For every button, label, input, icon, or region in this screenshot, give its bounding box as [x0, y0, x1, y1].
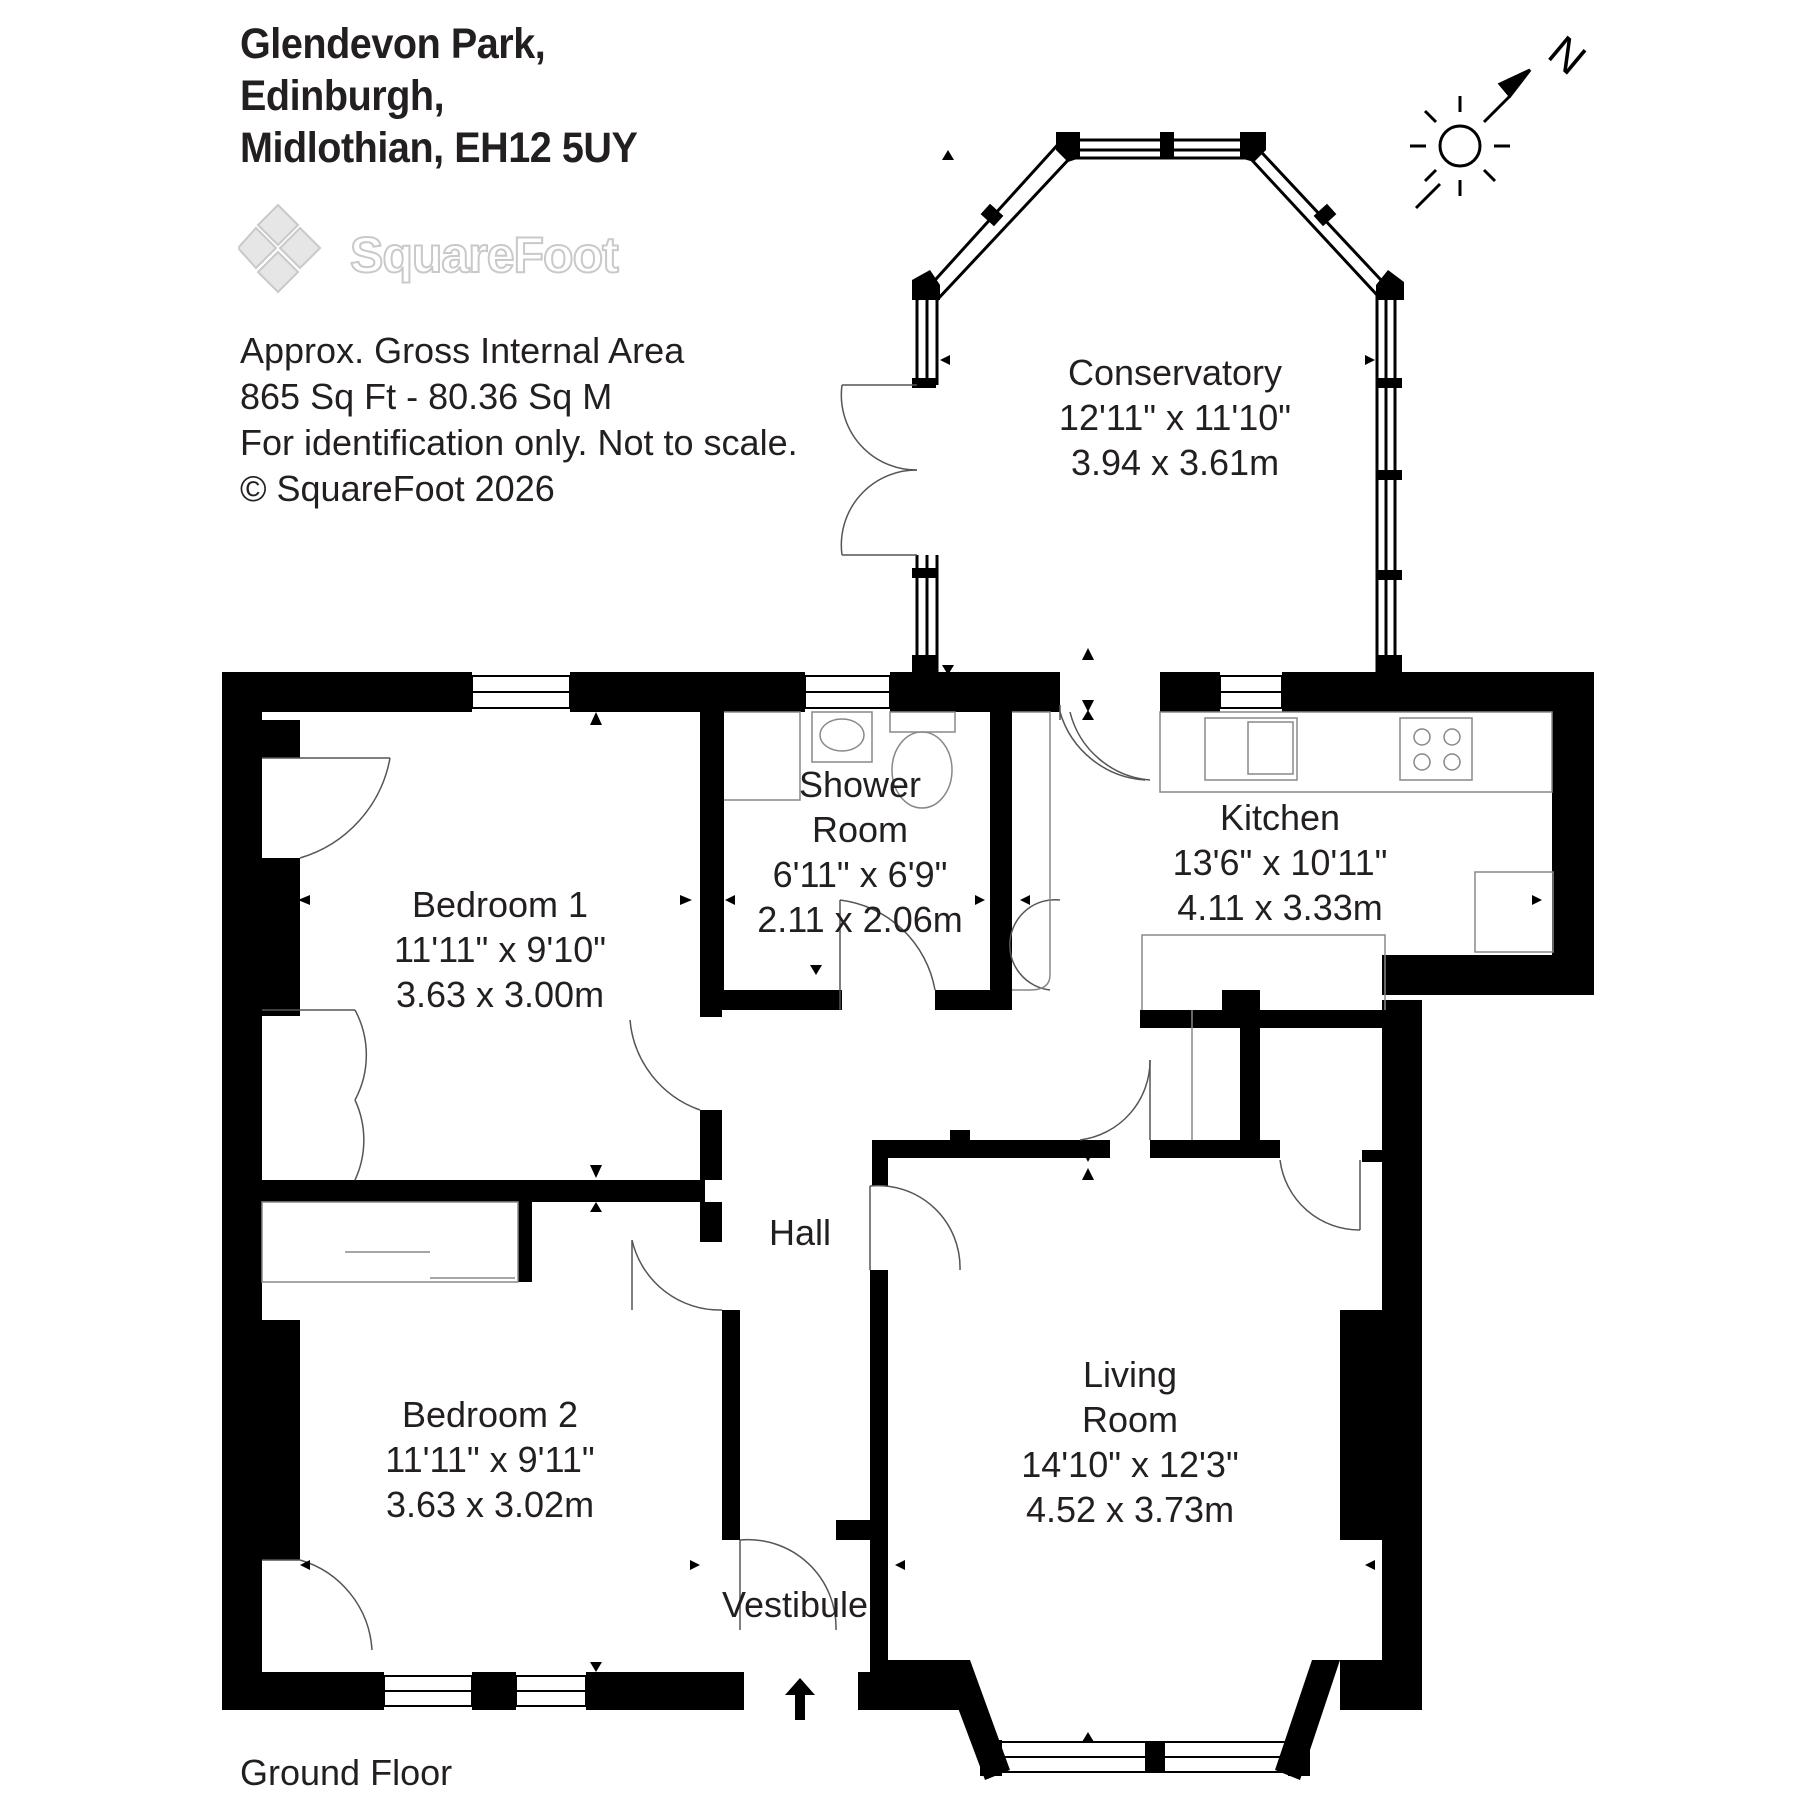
room-imperial: 13'6" x 10'11": [1172, 842, 1388, 883]
room-name-2: Room: [811, 809, 909, 850]
room-metric: 3.63 x 3.02m: [385, 1484, 595, 1525]
room-conservatory: Conservatory 12'11" x 11'10" 3.94 x 3.61…: [1050, 350, 1300, 485]
room-name: Hall: [768, 1212, 831, 1253]
room-name: Kitchen: [1219, 797, 1341, 838]
room-name-2: Room: [1081, 1399, 1179, 1440]
basin-icon: [811, 711, 873, 763]
room-imperial: 14'10" x 12'3": [1021, 1444, 1239, 1485]
room-vestibule: Vestibule: [720, 1582, 870, 1627]
info-block: Approx. Gross Internal Area 865 Sq Ft - …: [240, 328, 798, 512]
room-name: Conservatory: [1067, 352, 1283, 393]
toilet-icon: [889, 711, 956, 733]
room-imperial: 11'11" x 9'10": [393, 929, 607, 970]
room-kitchen: Kitchen 13'6" x 10'11" 4.11 x 3.33m: [1160, 795, 1400, 930]
room-imperial: 12'11" x 11'10": [1058, 397, 1292, 438]
dimension-markers: [298, 150, 1542, 1742]
address-line-3: Midlothian, EH12 5UY: [240, 124, 638, 172]
area-label: Approx. Gross Internal Area: [240, 330, 685, 371]
entrance-arrow-icon: [785, 1678, 815, 1720]
hob-icon: [1399, 717, 1473, 781]
walls: [222, 672, 1594, 1710]
conservatory-posts: [912, 132, 1404, 675]
fixtures: [261, 711, 1554, 1283]
address-line-1: Glendevon Park,: [240, 20, 546, 68]
room-name: Vestibule: [721, 1584, 869, 1625]
room-metric: 3.63 x 3.00m: [395, 974, 605, 1015]
room-metric: 2.11 x 2.06m: [757, 899, 963, 940]
room-imperial: 11'11" x 9'11": [385, 1439, 595, 1480]
floor-label: Ground Floor: [240, 1752, 453, 1793]
room-name: Bedroom 2: [401, 1394, 579, 1435]
area-value: 865 Sq Ft - 80.36 Sq M: [240, 376, 613, 417]
room-metric: 4.52 x 3.73m: [1025, 1489, 1235, 1530]
room-imperial: 6'11" x 6'9": [772, 854, 948, 895]
room-name-1: Shower: [798, 764, 922, 805]
property-address: Glendevon Park, Edinburgh, Midlothian, E…: [240, 18, 638, 174]
room-hall: Hall: [750, 1210, 850, 1255]
compass-icon: N: [1410, 27, 1595, 210]
room-shower: Shower Room 6'11" x 6'9" 2.11 x 2.06m: [750, 762, 970, 942]
room-name-1: Living: [1082, 1354, 1178, 1395]
room-metric: 4.11 x 3.33m: [1177, 887, 1383, 928]
room-bedroom-2: Bedroom 2 11'11" x 9'11" 3.63 x 3.02m: [370, 1392, 610, 1527]
room-living: Living Room 14'10" x 12'3" 4.52 x 3.73m: [1010, 1352, 1250, 1532]
room-name: Bedroom 1: [411, 884, 589, 925]
logo-brand-text: SquareFoot: [349, 226, 620, 284]
sink-icon: [1204, 717, 1298, 781]
room-metric: 3.94 x 3.61m: [1070, 442, 1280, 483]
doors: [262, 384, 1361, 1651]
room-bedroom-1: Bedroom 1 11'11" x 9'10" 3.63 x 3.00m: [380, 882, 620, 1017]
shower-tray-icon: [724, 711, 801, 801]
address-line-2: Edinburgh,: [240, 72, 445, 120]
copyright: © SquareFoot 2026: [240, 468, 555, 509]
bay-window-walls: [940, 1660, 1340, 1780]
north-label: N: [1539, 27, 1595, 85]
squarefoot-logo-icon: [238, 203, 322, 294]
disclaimer: For identification only. Not to scale.: [240, 422, 798, 463]
